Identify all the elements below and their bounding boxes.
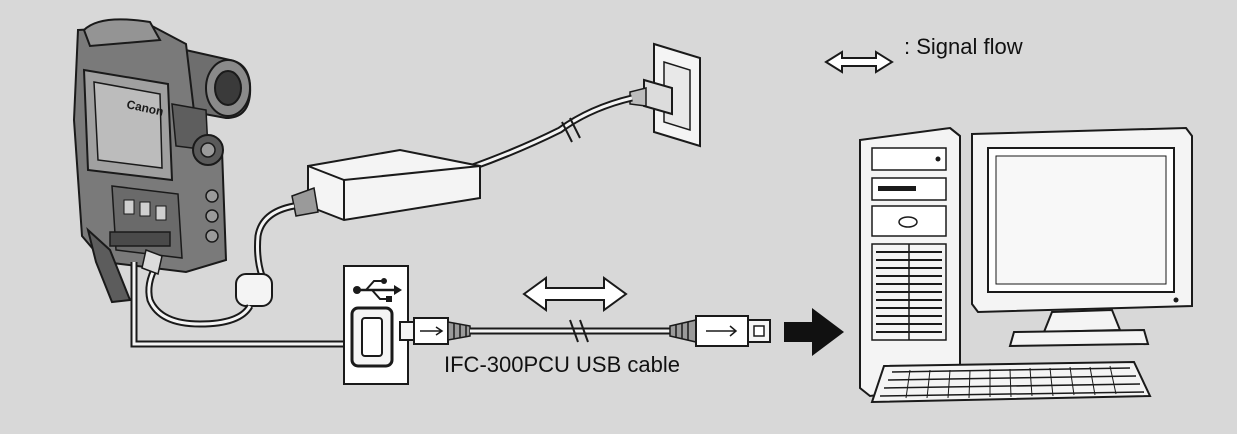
usb-port-callout [343, 265, 409, 385]
right-arrow-icon [784, 308, 844, 356]
usb-cable [399, 315, 771, 347]
wall-outlet [629, 42, 701, 148]
legend-label: : Signal flow [904, 34, 1023, 59]
computer-keyboard [870, 360, 1152, 404]
ac-adapter [291, 148, 481, 222]
computer-tower [859, 126, 961, 398]
usb-icon [353, 278, 402, 302]
camcorder: Canon [72, 18, 252, 304]
legend-double-arrow-icon [824, 50, 894, 74]
usb-cable-label: IFC-300PCU USB cable [444, 352, 680, 377]
double-arrow-icon [522, 276, 628, 312]
computer-monitor [971, 126, 1193, 348]
